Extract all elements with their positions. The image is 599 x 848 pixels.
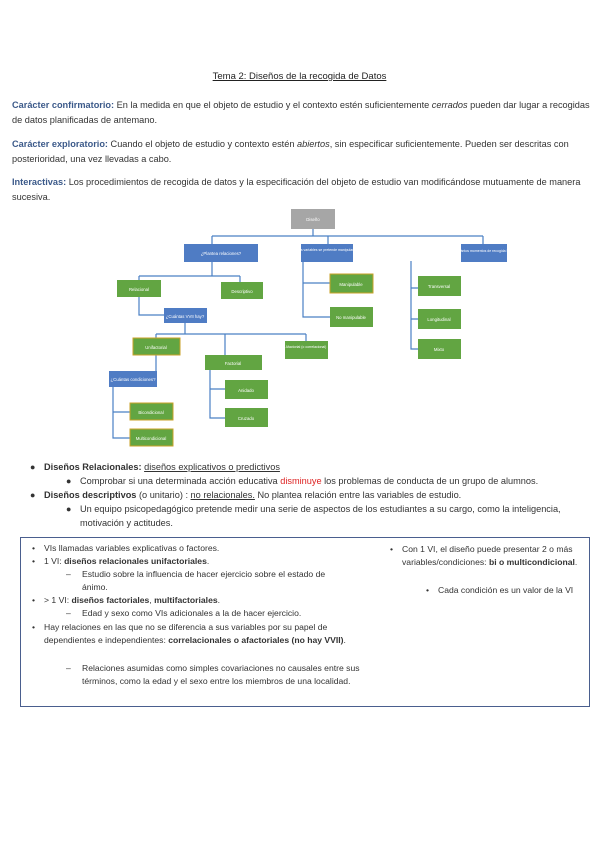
- node-unifactorial-label: Unifactorial: [145, 345, 167, 350]
- node-diseno: [291, 209, 335, 229]
- node-cuantas-condiciones-label: ¿Cuántas condiciones?: [111, 377, 157, 382]
- box-subline-multicondicional: •Cada condición es un valor de la VI: [426, 585, 574, 595]
- node-bicondicional: [129, 402, 174, 421]
- box-line-vis: •VIs llamadas variables explicativas o f…: [32, 543, 220, 553]
- node-relacional-label: Relacional: [129, 287, 149, 292]
- paragraph-confirmatorio: Carácter confirmatorio: En la medida en …: [12, 100, 590, 125]
- node-transversal-label: Transversal: [428, 284, 450, 289]
- node-cruzado-label: Cruzado: [238, 416, 255, 421]
- box-subline-factoriales: –Edad y sexo como VIs adicionales a la d…: [66, 608, 302, 618]
- paragraph-interactivas: Interactivas: Los procedimientos de reco…: [12, 177, 581, 202]
- node-afactorial-label: Afactorial (o correlacional): [286, 345, 327, 349]
- node-unifactorial: [132, 337, 181, 356]
- list-item-descriptivos: ●Diseños descriptivos (o unitario) : no …: [30, 490, 462, 500]
- node-mixto-label: Mixto: [434, 347, 445, 352]
- list-item-relacionales: ●Diseños Relacionales: diseños explicati…: [30, 462, 280, 472]
- box-line-factoriales: •> 1 VI: diseños factoriales, multifacto…: [32, 595, 221, 605]
- node-anidado-label: Anidado: [238, 388, 254, 393]
- node-longitudinal-label: Longitudinal: [427, 317, 450, 322]
- node-no-manipulable: [330, 307, 373, 327]
- node-plantea-relaciones-label: ¿Plantea relaciones?: [201, 251, 242, 256]
- node-mixto: [418, 339, 461, 359]
- node-factorial-label: Factorial: [225, 361, 242, 366]
- box-line-correlacionales: •Hay relaciones en las que no se diferen…: [32, 622, 346, 645]
- node-manipulable: [329, 273, 374, 294]
- node-multicondicional-label: Multicondicional: [136, 436, 167, 441]
- list-subitem-descriptivos: ●Un equipo psicopedagógico pretende medi…: [66, 504, 561, 528]
- node-descriptivo-label: Descriptivo: [231, 289, 253, 294]
- node-cuantas-condiciones: [109, 371, 157, 387]
- node-cuantas-vvii-label: ¿Cuántas VVII hay?: [166, 314, 205, 319]
- node-factorial: [205, 355, 262, 370]
- paragraph-exploratorio: Carácter exploratorio: Cuando el objeto …: [12, 139, 569, 164]
- node-multicondicional: [129, 428, 174, 447]
- node-cuantas-variables: [301, 244, 353, 262]
- node-bicondicional-label: Bicondicional: [138, 410, 163, 415]
- node-anidado: [225, 380, 268, 399]
- node-cruzado: [225, 408, 268, 427]
- node-cuantas-vvii: [164, 308, 207, 323]
- node-plantea-relaciones: [184, 244, 258, 262]
- node-afactorial: [285, 341, 328, 359]
- node-manipulable-label: Manipulable: [339, 282, 363, 287]
- box-subline-unifactorial: –Estudio sobre la influencia de hacer ej…: [66, 569, 326, 592]
- box-subline-correlacionales: –Relaciones asumidas como simples covari…: [66, 663, 360, 686]
- node-cuantas-variables-label: ¿Cuántas variables se pretende manipular…: [287, 248, 366, 252]
- node-relacional: [117, 280, 161, 297]
- node-no-manipulable-label: No manipulable: [336, 315, 366, 320]
- node-momentos-recogida: [461, 244, 507, 262]
- node-momentos-recogida-label: ¿Cuántos momentos de recogida hay?: [454, 249, 514, 253]
- node-longitudinal: [418, 309, 461, 329]
- box-line-multicondicional: •Con 1 VI, el diseño puede presentar 2 o…: [390, 544, 578, 567]
- node-descriptivo: [221, 282, 263, 299]
- node-diseno-label: Diseño: [306, 217, 320, 222]
- list-subitem-relacionales: ●Comprobar si una determinada acción edu…: [66, 476, 539, 486]
- page-title: Tema 2: Diseños de la recogida de Datos: [212, 71, 387, 82]
- node-transversal: [418, 276, 461, 296]
- summary-box: [20, 537, 590, 707]
- box-line-unifactorial: •1 VI: diseños relacionales unifactorial…: [32, 556, 210, 566]
